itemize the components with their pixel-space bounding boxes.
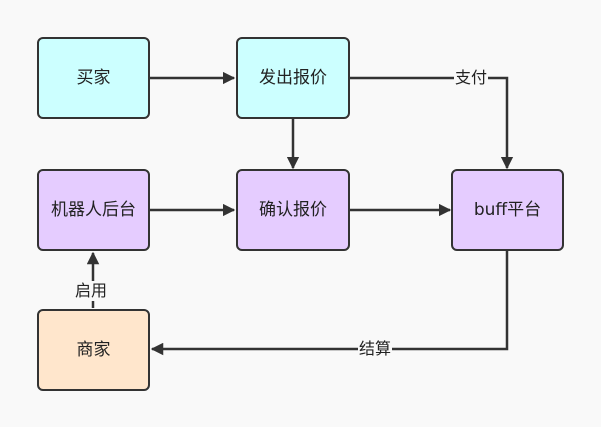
edge-pay-label: 支付	[454, 68, 489, 88]
node-submit-quote-label: 发出报价	[259, 67, 327, 88]
edge-pay	[350, 76, 514, 170]
node-confirm-quote-label: 确认报价	[259, 199, 327, 220]
node-buyer[interactable]: 买家	[37, 37, 150, 119]
node-buyer-label: 买家	[76, 67, 111, 88]
edge-settle-label: 结算	[358, 339, 393, 359]
node-buff-platform[interactable]: buff平台	[451, 169, 564, 251]
node-confirm-quote[interactable]: 确认报价	[236, 169, 350, 251]
node-submit-quote[interactable]: 发出报价	[236, 37, 350, 119]
node-merchant[interactable]: 商家	[37, 309, 150, 391]
node-buff-platform-label: buff平台	[473, 199, 542, 220]
edge-enable-label: 启用	[74, 281, 109, 301]
node-robot-backend-label: 机器人后台	[51, 199, 136, 220]
node-robot-backend[interactable]: 机器人后台	[37, 169, 150, 251]
node-merchant-label: 商家	[76, 339, 111, 360]
edge-settle	[150, 251, 509, 356]
